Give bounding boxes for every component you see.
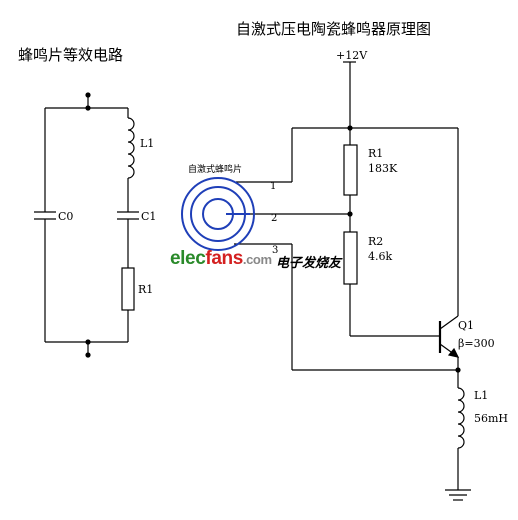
junction-dots [85, 92, 461, 373]
R2-value-label: 4.6k [368, 250, 393, 263]
equiv-resistor-R1 [121, 267, 135, 311]
R1-value-label: 183K [368, 162, 398, 175]
equivalent-circuit-title: 蜂鸣片等效电路 [18, 46, 124, 64]
pin-3-label: 3 [272, 245, 279, 256]
watermark-logo: elecfans.com [170, 248, 272, 270]
oscillator-resistor-R1 [343, 144, 358, 196]
buzzer-element [181, 177, 255, 251]
buzzer-label: 自激式蜂鸣片 [188, 165, 243, 175]
pin-1-label: 1 [270, 181, 277, 192]
L1-name-label: L1 [474, 389, 489, 402]
watermark-chinese: 电子发烧友 [276, 256, 342, 271]
equiv-inductor-L1 [127, 117, 135, 179]
watermark-fans: fans [205, 248, 243, 269]
watermark-elec: elec [170, 248, 206, 269]
oscillator-circuit [232, 61, 471, 501]
R2-name-label: R2 [368, 235, 384, 248]
equiv-R1-label: R1 [138, 283, 154, 296]
oscillator-inductor-L1 [457, 387, 465, 449]
oscillator-resistor-R2 [343, 231, 358, 285]
equiv-L1-label: L1 [140, 137, 155, 150]
equiv-C0-label: C0 [58, 210, 74, 223]
L1-value-label: 56mH [474, 412, 509, 425]
R1-name-label: R1 [368, 147, 384, 160]
Q1-name-label: Q1 [458, 319, 475, 332]
Q1-beta-label: β=300 [458, 337, 495, 350]
main-title: 自激式压电陶瓷蜂鸣器原理图 [236, 20, 432, 38]
equiv-C1-label: C1 [141, 210, 157, 223]
watermark-dotcom: .com [242, 252, 272, 267]
pin-2-label: 2 [271, 213, 278, 224]
equivalent-circuit [34, 95, 139, 355]
supply-label: +12V [336, 49, 368, 62]
